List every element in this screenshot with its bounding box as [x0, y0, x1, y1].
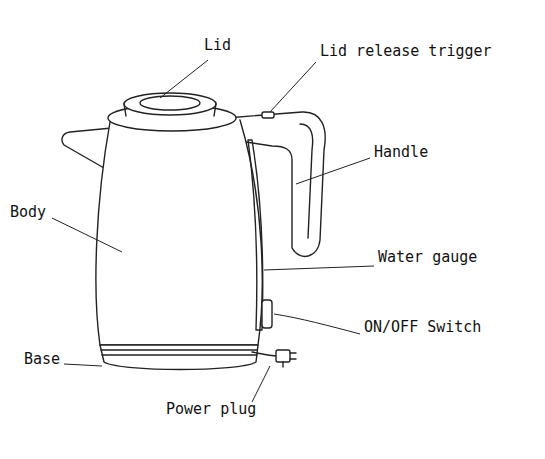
part-label: ON/OFF Switch	[364, 318, 481, 336]
part-label: Handle	[374, 143, 428, 161]
lid-top	[124, 93, 216, 115]
handle-inner	[300, 124, 313, 238]
body-outline	[96, 120, 262, 345]
part-label: Lid release trigger	[320, 42, 492, 60]
part-label: Base	[24, 350, 60, 368]
base	[100, 345, 258, 370]
leader-line	[52, 218, 122, 252]
lid-knob	[140, 96, 200, 110]
part-label: Body	[10, 203, 46, 221]
plug-pins	[283, 353, 296, 367]
switch	[262, 300, 272, 328]
leader-line	[160, 60, 208, 98]
leader-line	[274, 314, 360, 334]
leader-line	[264, 266, 374, 270]
part-label: Power plug	[166, 400, 256, 418]
leader-lines	[52, 60, 374, 402]
leader-line	[64, 364, 102, 366]
cord	[252, 352, 278, 356]
leader-line	[296, 158, 370, 184]
leader-line	[270, 62, 316, 112]
part-label: Lid	[204, 36, 231, 54]
plug	[276, 350, 290, 362]
base-stripes	[101, 350, 257, 355]
leader-line	[252, 366, 270, 402]
water-gauge	[248, 140, 263, 330]
part-label: Water gauge	[378, 248, 477, 266]
trigger	[262, 112, 274, 118]
